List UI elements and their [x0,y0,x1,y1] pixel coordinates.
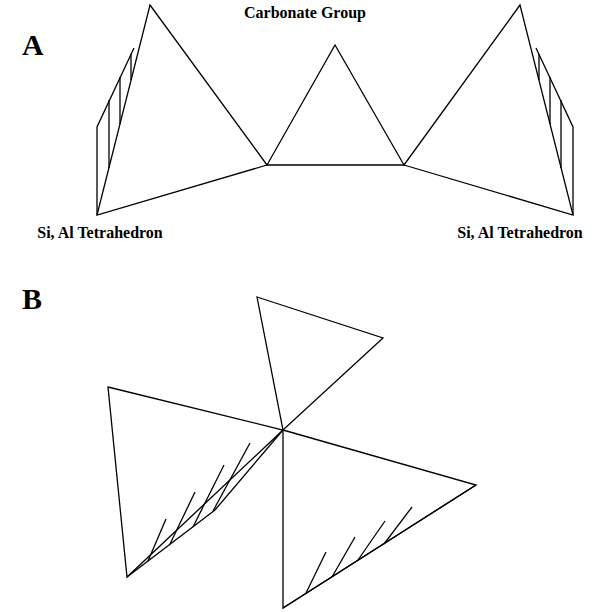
tetrahedron [404,5,573,215]
carbonate-triangle [267,45,404,165]
tetrahedron-face [97,48,134,215]
tetrahedron-face [283,485,476,608]
part-label: Carbonate Group [244,5,366,21]
tetrahedron [283,430,476,608]
part-label: Si, Al Tetrahedron [37,225,163,241]
panel-letter: A [22,30,44,60]
carbonate-triangle [257,297,383,430]
tetrahedron-face [127,430,283,577]
panel-letter: B [22,284,42,314]
tetrahedron-face [536,48,573,215]
tetrahedron [97,5,267,215]
part-label: Si, Al Tetrahedron [457,225,583,241]
tetrahedron [108,387,283,577]
